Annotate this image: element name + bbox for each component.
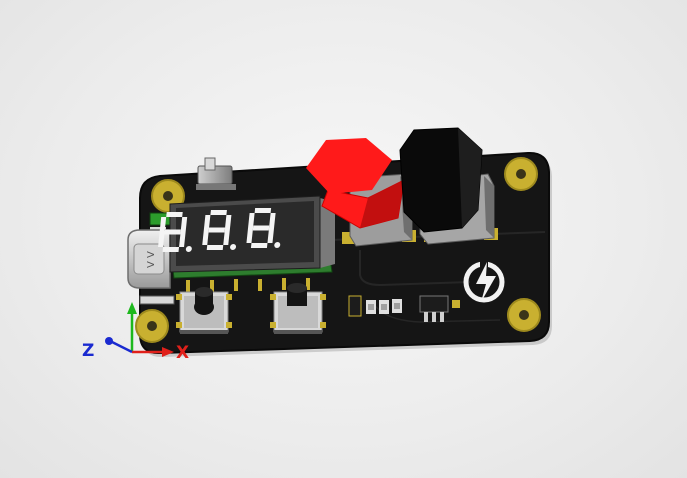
display-segment — [223, 230, 230, 245]
display-segment — [246, 228, 254, 243]
power-logo-icon — [463, 258, 505, 303]
display-digit — [158, 212, 192, 252]
axis-z-line — [111, 340, 133, 354]
display-digits — [158, 208, 281, 252]
display-decimal-point — [274, 242, 281, 248]
display-body-side — [320, 198, 335, 268]
seven-segment-display — [158, 195, 335, 279]
display-segment — [159, 217, 167, 232]
display-segment — [248, 213, 255, 228]
axis-z-label: Z — [82, 341, 94, 361]
display-decimal-point — [185, 246, 192, 252]
display-segment — [254, 208, 272, 213]
mounting-hole-top-right — [504, 157, 538, 191]
display-segment — [180, 217, 188, 232]
red-push-button[interactable] — [306, 138, 413, 247]
black-push-button[interactable] — [399, 127, 495, 245]
display-segment — [158, 232, 165, 247]
display-segment — [202, 230, 209, 245]
display-segment — [252, 225, 270, 231]
axis-x-label: X — [176, 343, 189, 363]
display-pins — [186, 278, 310, 292]
display-segment — [250, 243, 268, 248]
usb-silk-mark: V V — [146, 251, 157, 268]
tactile-button-right-cap[interactable] — [287, 283, 307, 293]
display-segment — [164, 229, 181, 235]
display-segment — [162, 247, 180, 252]
tactile-button-left[interactable] — [176, 287, 232, 334]
axis-triad: X Z — [82, 302, 189, 363]
display-digit — [202, 210, 237, 250]
display-segment — [203, 215, 211, 230]
pcb-trace — [359, 250, 471, 287]
tactile-button-right[interactable] — [270, 283, 326, 334]
display-decimal-point — [230, 244, 237, 250]
mounting-hole-bottom-right — [507, 298, 541, 332]
display-segment — [206, 245, 224, 250]
display-segment — [210, 210, 227, 215]
display-segment — [267, 228, 275, 243]
smd-components — [139, 295, 460, 322]
slide-switch[interactable] — [196, 157, 236, 190]
mounting-hole-bottom-left — [135, 309, 169, 343]
display-face — [176, 201, 314, 266]
display-digit — [246, 208, 281, 248]
display-segment — [208, 227, 226, 233]
display-segment — [224, 215, 232, 230]
display-segment — [179, 232, 186, 247]
display-segment — [166, 212, 183, 217]
display-segment — [269, 213, 276, 228]
